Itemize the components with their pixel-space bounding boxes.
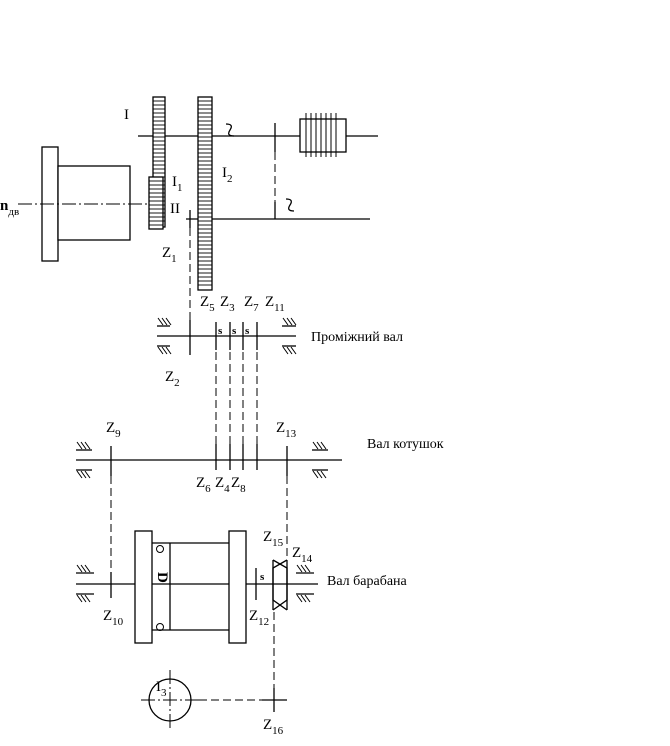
bearing-intermediate-left xyxy=(157,317,172,355)
bearing-reel-left xyxy=(76,441,92,479)
label-z9: Z9 xyxy=(106,420,121,440)
clutch-s-2: s xyxy=(232,325,237,337)
label-z5: Z5 xyxy=(200,294,215,314)
label-z6: Z6 xyxy=(196,475,211,495)
label-I1: I1 xyxy=(172,174,183,194)
coupling-s-shaft-I xyxy=(225,123,235,137)
worm-gear xyxy=(299,113,347,157)
label-z3: Z3 xyxy=(220,294,235,314)
pulley-z15 xyxy=(272,559,288,611)
caption-drum-shaft: Вал барабана xyxy=(327,574,408,589)
label-z4: Z4 xyxy=(215,475,230,495)
drum xyxy=(134,530,247,644)
label-shaft-II: II xyxy=(170,201,180,217)
bearing-intermediate-right xyxy=(282,317,297,355)
label-z7: Z7 xyxy=(244,294,259,314)
label-shaft-I: I xyxy=(124,107,129,123)
caption-reel-shaft: Вал котушок xyxy=(367,437,444,452)
coupling-s-shaft-II xyxy=(285,198,295,212)
caption-intermediate-shaft: Проміжний вал xyxy=(311,330,403,345)
label-I2: I2 xyxy=(222,165,233,185)
motor-body xyxy=(57,165,131,241)
label-z15: Z15 xyxy=(263,529,284,549)
label-z2: Z2 xyxy=(165,369,180,389)
bearing-reel-right xyxy=(312,441,328,479)
label-z13: Z13 xyxy=(276,420,297,440)
label-z14: Z14 xyxy=(292,545,313,565)
label-z1: Z1 xyxy=(162,245,177,265)
clutch-s-1: s xyxy=(218,325,223,337)
label-z10: Z10 xyxy=(103,608,124,628)
label-I3: I3 xyxy=(156,679,167,699)
drum-letter: D xyxy=(154,572,170,583)
label-z12: Z12 xyxy=(249,608,269,628)
gear-I2 xyxy=(197,96,213,291)
label-z11: Z11 xyxy=(265,294,285,314)
clutch-s-drum: s xyxy=(260,571,265,583)
label-z8: Z8 xyxy=(231,475,246,495)
gear-motor-pinion xyxy=(148,176,164,230)
clutch-s-3: s xyxy=(245,325,250,337)
bearing-drum-left xyxy=(76,564,94,603)
label-z16: Z16 xyxy=(263,717,284,737)
motor-speed-label: nдв xyxy=(0,198,19,218)
bearing-drum-right xyxy=(296,564,314,603)
